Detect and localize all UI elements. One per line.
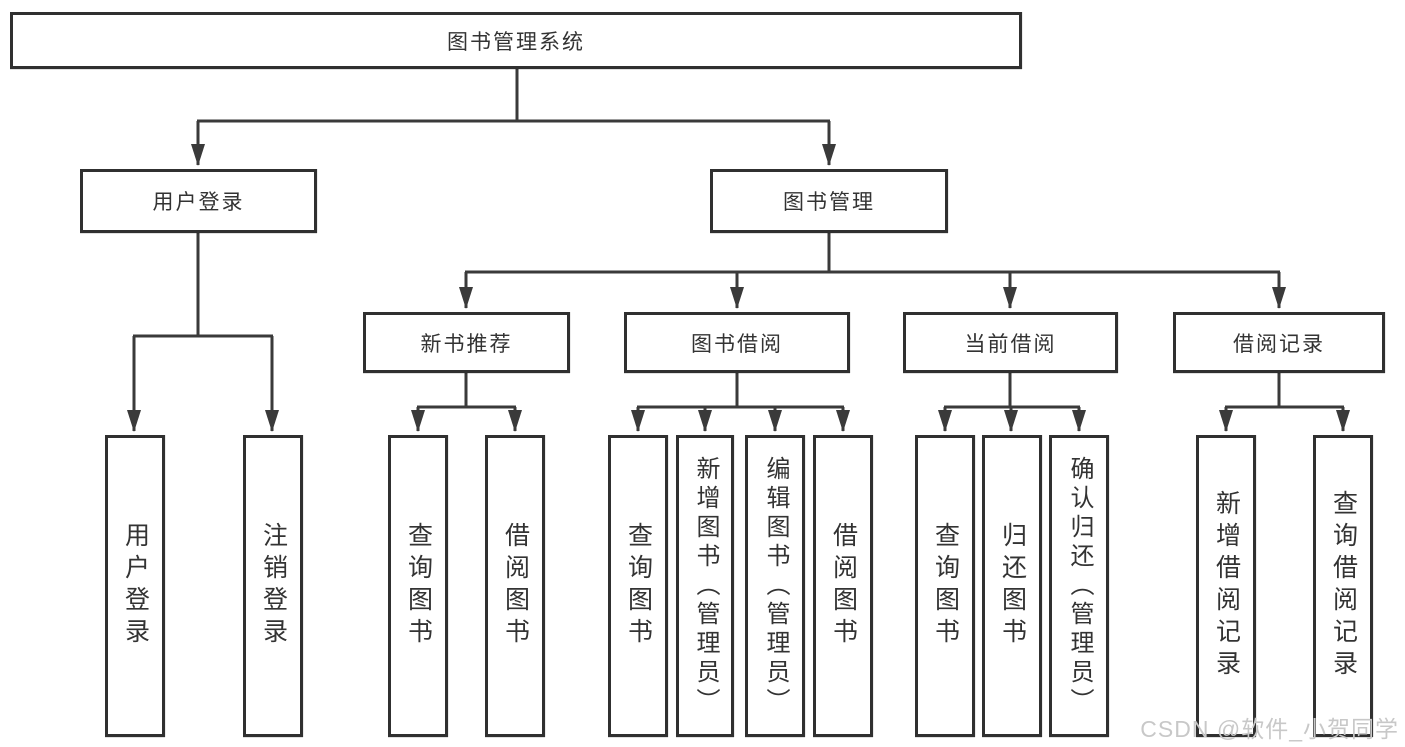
- node-current-borrowing: 当前借阅: [903, 312, 1118, 373]
- leaf-borrow-books-recommend: 借阅图书: [485, 435, 545, 737]
- node-library-system: 图书管理系统: [10, 12, 1022, 69]
- leaf-return-books: 归还图书: [982, 435, 1042, 737]
- leaf-borrow-books-borrowing: 借阅图书: [813, 435, 873, 737]
- leaf-query-books-current: 查询图书: [915, 435, 975, 737]
- node-label: 当前借阅: [964, 332, 1057, 356]
- node-book-borrowing: 图书借阅: [624, 312, 850, 373]
- node-book-management: 图书管理: [710, 169, 948, 233]
- node-label: 查询图书: [624, 522, 653, 650]
- node-label: 借阅图书: [829, 522, 858, 650]
- node-label: 归还图书: [998, 522, 1027, 650]
- node-label: 用户登录: [152, 191, 245, 214]
- watermark: CSDN @软件_小贺同学: [1140, 716, 1399, 742]
- node-label: 用户登录: [121, 522, 150, 650]
- leaf-user-login: 用户登录: [105, 435, 165, 737]
- trunk-current-borrowing: [944, 373, 1080, 409]
- node-borrowing-records: 借阅记录: [1173, 312, 1385, 373]
- node-new-book-recommendation: 新书推荐: [363, 312, 570, 373]
- leaf-logout: 注销登录: [243, 435, 303, 737]
- leaf-edit-book-admin: 编辑图书（管理员）: [745, 435, 805, 737]
- node-label: 图书管理: [783, 191, 875, 214]
- node-label: 查询借阅记录: [1329, 490, 1358, 682]
- trunk-book-management: [465, 233, 1280, 274]
- trunk-user-login: [133, 233, 273, 338]
- node-label: 新书推荐: [420, 332, 513, 356]
- node-label: 借阅记录: [1233, 332, 1325, 356]
- leaf-add-book-admin: 新增图书（管理员）: [676, 435, 734, 737]
- node-label: 新增借阅记录: [1212, 490, 1241, 682]
- leaf-query-books-recommend: 查询图书: [388, 435, 448, 737]
- trunk-borrowing-records: [1225, 373, 1344, 409]
- node-label: 查询图书: [931, 522, 960, 650]
- leaf-confirm-return-admin: 确认归还（管理员）: [1049, 435, 1109, 737]
- node-label: 新增图书（管理员）: [692, 455, 719, 717]
- trunk-new-book-recommendation: [417, 373, 516, 409]
- node-label: 编辑图书（管理员）: [762, 455, 789, 717]
- node-label: 确认归还（管理员）: [1066, 455, 1093, 717]
- trunk-root: [197, 69, 830, 123]
- leaf-query-books-borrowing: 查询图书: [608, 435, 668, 737]
- leaf-add-borrow-record: 新增借阅记录: [1196, 435, 1256, 737]
- trunk-book-borrowing: [637, 373, 844, 409]
- leaf-query-borrow-record: 查询借阅记录: [1313, 435, 1373, 737]
- node-label: 借阅图书: [501, 522, 530, 650]
- node-label: 注销登录: [259, 522, 288, 650]
- node-label: 图书管理系统: [447, 30, 585, 54]
- node-label: 查询图书: [404, 522, 433, 650]
- node-user-login: 用户登录: [80, 169, 317, 233]
- node-label: 图书借阅: [691, 332, 783, 356]
